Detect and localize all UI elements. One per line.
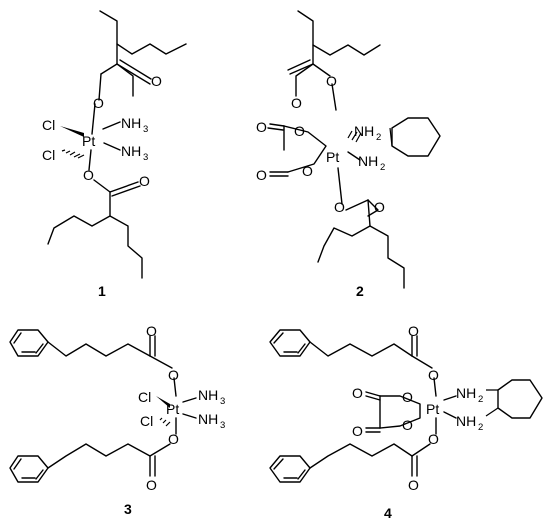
svg-text:NH: NH bbox=[354, 123, 374, 139]
compound-number-1: 1 bbox=[98, 283, 106, 299]
pt-atom-2: Pt bbox=[326, 149, 339, 165]
svg-text:NH: NH bbox=[358, 153, 378, 169]
svg-text:O: O bbox=[139, 173, 150, 189]
svg-text:NH: NH bbox=[121, 115, 141, 131]
svg-text:NH: NH bbox=[121, 143, 141, 159]
svg-text:NH: NH bbox=[456, 413, 476, 429]
pt-atom-3: Pt bbox=[166, 401, 179, 417]
compound-number-2: 2 bbox=[356, 283, 364, 299]
pt-atom-4: Pt bbox=[426, 401, 439, 417]
svg-text:Cl: Cl bbox=[42, 147, 55, 163]
svg-text:O: O bbox=[402, 417, 413, 433]
svg-text:O: O bbox=[168, 431, 179, 447]
svg-text:O: O bbox=[146, 477, 157, 493]
svg-text:O: O bbox=[291, 95, 302, 111]
compound-number-4: 4 bbox=[384, 505, 392, 521]
svg-text:O: O bbox=[402, 389, 413, 405]
svg-text:O: O bbox=[93, 95, 104, 111]
svg-text:NH: NH bbox=[456, 385, 476, 401]
svg-text:3: 3 bbox=[220, 396, 225, 407]
svg-text:O: O bbox=[256, 119, 267, 135]
svg-text:3: 3 bbox=[143, 124, 148, 135]
svg-text:O: O bbox=[146, 323, 157, 339]
svg-text:Cl: Cl bbox=[42, 117, 55, 133]
svg-text:2: 2 bbox=[478, 422, 483, 433]
svg-text:O: O bbox=[428, 431, 439, 447]
svg-text:O: O bbox=[326, 73, 337, 89]
svg-text:O: O bbox=[352, 385, 363, 401]
svg-text:O: O bbox=[302, 163, 313, 179]
svg-text:O: O bbox=[428, 367, 439, 383]
svg-text:O: O bbox=[408, 477, 419, 493]
svg-text:2: 2 bbox=[376, 132, 381, 143]
svg-text:NH: NH bbox=[198, 387, 218, 403]
svg-text:O: O bbox=[83, 167, 94, 183]
svg-text:O: O bbox=[334, 199, 345, 215]
svg-text:O: O bbox=[374, 199, 385, 215]
svg-text:3: 3 bbox=[220, 420, 225, 431]
svg-text:O: O bbox=[352, 423, 363, 439]
compound-number-3: 3 bbox=[124, 501, 132, 517]
svg-text:Cl: Cl bbox=[138, 389, 151, 405]
svg-text:O: O bbox=[408, 323, 419, 339]
pt-atom-1: Pt bbox=[82, 133, 95, 149]
svg-text:NH: NH bbox=[198, 411, 218, 427]
svg-text:Cl: Cl bbox=[140, 413, 153, 429]
svg-text:O: O bbox=[151, 73, 162, 89]
svg-text:3: 3 bbox=[143, 152, 148, 163]
svg-text:O: O bbox=[294, 123, 305, 139]
svg-text:O: O bbox=[168, 367, 179, 383]
svg-text:O: O bbox=[256, 167, 267, 183]
svg-text:2: 2 bbox=[478, 394, 483, 405]
svg-text:2: 2 bbox=[380, 162, 385, 173]
